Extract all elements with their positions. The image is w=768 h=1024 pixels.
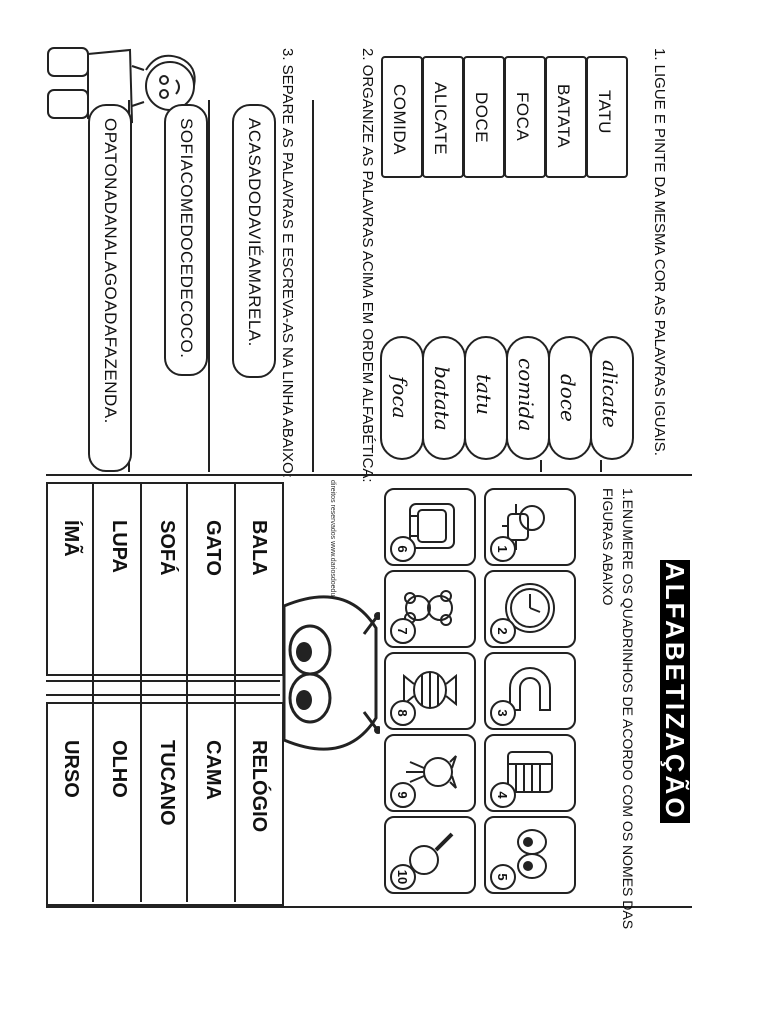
robot-icon (502, 504, 545, 550)
grid-center-bar (46, 694, 280, 696)
bed-icon (507, 751, 553, 793)
picture-tile-8[interactable]: 8 (384, 652, 476, 730)
answer-line[interactable] (208, 100, 210, 472)
grid-rule (186, 482, 188, 902)
word-box-comida[interactable]: COMIDA (381, 56, 423, 178)
picture-tile-1[interactable]: 1 (484, 488, 576, 566)
picture-tile-4[interactable]: 4 (484, 734, 576, 812)
worksheet-title: ALFABETIZAÇÃO (660, 560, 690, 823)
sentence-pill-2: SOFIACOMEDOCEDECOCO. (164, 104, 208, 376)
grid-rule (140, 482, 142, 902)
picture-tile-6[interactable]: 6 (384, 488, 476, 566)
word-bala: BALA (248, 520, 270, 576)
word-box-tatu[interactable]: TATU (586, 56, 628, 178)
frog-mascot-icon (282, 595, 380, 751)
word-gato: GATO (202, 520, 224, 576)
sofa-icon (409, 503, 455, 549)
magnifier-icon (409, 832, 454, 875)
word-ima: ÍMÃ (60, 520, 82, 557)
picture-tile-5[interactable]: 5 (484, 816, 576, 894)
word-box-doce[interactable]: DOCE (463, 56, 505, 178)
word-grid-left (46, 482, 284, 676)
cat-icon (406, 755, 457, 789)
sentence-pill-3: OPATONADANALAGOADAFAZENDA. (88, 104, 132, 472)
question-1-text: 1. LIGUE E PINTE DA MESMA COR AS PALAVRA… (651, 48, 668, 456)
word-tucano: TUCANO (156, 740, 178, 826)
eyes-icon (517, 829, 547, 879)
word-urso: URSO (60, 740, 82, 798)
picture-tile-7[interactable]: 7 (384, 570, 476, 648)
word-cama: CAMA (202, 740, 224, 800)
answer-line[interactable] (540, 460, 542, 472)
grid-rule (92, 482, 94, 902)
word-lupa: LUPA (108, 520, 130, 573)
instruction-line-2: FIGURAS ABAIXO (600, 488, 616, 606)
word-relogio: RELÓGIO (248, 740, 270, 833)
word-box-alicate[interactable]: ALICATE (422, 56, 464, 178)
word-box-batata[interactable]: BATATA (545, 56, 587, 178)
candy-icon (403, 671, 457, 709)
picture-tile-10[interactable]: 10 (384, 816, 476, 894)
cursive-word-tatu[interactable]: tatu (464, 336, 508, 460)
cursive-word-foca[interactable]: foca (380, 336, 424, 460)
question-2-text: 2. ORGANIZE AS PALAVRAS ACIMA EM ORDEM A… (359, 48, 376, 483)
word-box-foca[interactable]: FOCA (504, 56, 546, 178)
answer-line[interactable] (312, 100, 314, 472)
picture-tile-9[interactable]: 9 (384, 734, 476, 812)
grid-center-bar (46, 680, 280, 682)
clock-icon (505, 583, 555, 633)
girl-illustration-icon (47, 47, 196, 124)
question-3-text: 3. SEPARE AS PALAVRAS E ESCREVA-AS NA LI… (279, 48, 296, 478)
sheet-separator (46, 906, 692, 908)
cursive-word-batata[interactable]: batata (422, 336, 466, 460)
sheet-separator (46, 474, 692, 476)
word-olho: OLHO (108, 740, 130, 798)
sentence-pill-1: ACASADODAVIÉAMARELA. (232, 104, 276, 378)
magnet-icon (509, 667, 551, 711)
picture-tile-3[interactable]: 3 (484, 652, 576, 730)
instruction-line-1: 1.ENUMERE OS QUADRINHOS DE ACORDO COM OS… (620, 488, 636, 930)
picture-tile-2[interactable]: 2 (484, 570, 576, 648)
answer-line[interactable] (600, 460, 602, 472)
cursive-word-doce[interactable]: doce (548, 336, 592, 460)
cursive-word-alicate[interactable]: alicate (590, 336, 634, 460)
word-sofa: SOFÁ (156, 520, 178, 576)
grid-rule (234, 482, 236, 902)
word-grid-right (46, 702, 284, 906)
cursive-word-comida[interactable]: comida (506, 336, 550, 460)
